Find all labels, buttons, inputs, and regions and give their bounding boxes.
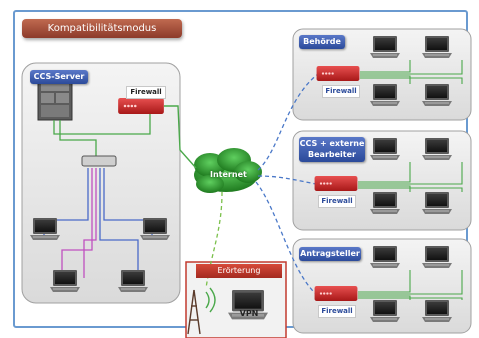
vpn-label: VPN bbox=[239, 309, 259, 318]
ccs-server-label: CCS-Server bbox=[30, 70, 88, 84]
network-switch-icon bbox=[81, 155, 117, 167]
title-banner: Kompatibilitätsmodus bbox=[22, 19, 182, 38]
laptop-icon bbox=[422, 300, 452, 322]
site-label-ccs-externe: CCS + externe Bearbeiter bbox=[299, 137, 365, 162]
ccs-server-panel bbox=[21, 62, 181, 304]
internet-cloud-icon bbox=[194, 148, 262, 193]
laptop-icon bbox=[118, 270, 148, 292]
firewall-label: Firewall bbox=[126, 86, 166, 99]
laptop-icon bbox=[422, 84, 452, 106]
site-label-behoerde: Behörde bbox=[299, 35, 345, 49]
laptop-icon bbox=[370, 192, 400, 214]
laptop-icon bbox=[30, 218, 60, 240]
laptop-icon bbox=[370, 138, 400, 160]
firewall-icon bbox=[314, 286, 358, 301]
laptop-icon bbox=[422, 36, 452, 58]
laptop-icon bbox=[140, 218, 170, 240]
server-rack-icon bbox=[37, 79, 73, 121]
firewall-label: Firewall bbox=[318, 195, 356, 208]
firewall-internet-link bbox=[164, 105, 197, 169]
site-label-line-1: CCS + externe bbox=[299, 139, 365, 148]
laptop-icon bbox=[50, 270, 80, 292]
internet-label: Internet bbox=[210, 170, 247, 179]
laptop-icon bbox=[422, 138, 452, 160]
laptop-icon bbox=[370, 246, 400, 268]
laptop-icon bbox=[370, 300, 400, 322]
site-label-antragsteller: Antragsteller bbox=[299, 247, 361, 261]
firewall-label: Firewall bbox=[322, 85, 360, 98]
site-label-line-2: Bearbeiter bbox=[308, 150, 356, 159]
firewall-icon bbox=[316, 66, 360, 81]
behoerde-lan bbox=[360, 60, 463, 84]
laptop-icon bbox=[370, 36, 400, 58]
radio-tower-icon bbox=[187, 287, 216, 335]
antragsteller-lan bbox=[358, 270, 463, 300]
firewall-label: Firewall bbox=[318, 305, 356, 318]
laptop-icon bbox=[422, 246, 452, 268]
laptop-icon bbox=[370, 84, 400, 106]
ccs-externe-lan bbox=[358, 162, 463, 192]
eroerterung-label: Erörterung bbox=[196, 264, 282, 278]
laptop-icon bbox=[422, 192, 452, 214]
firewall-icon bbox=[314, 176, 358, 191]
firewall-icon bbox=[118, 98, 164, 114]
